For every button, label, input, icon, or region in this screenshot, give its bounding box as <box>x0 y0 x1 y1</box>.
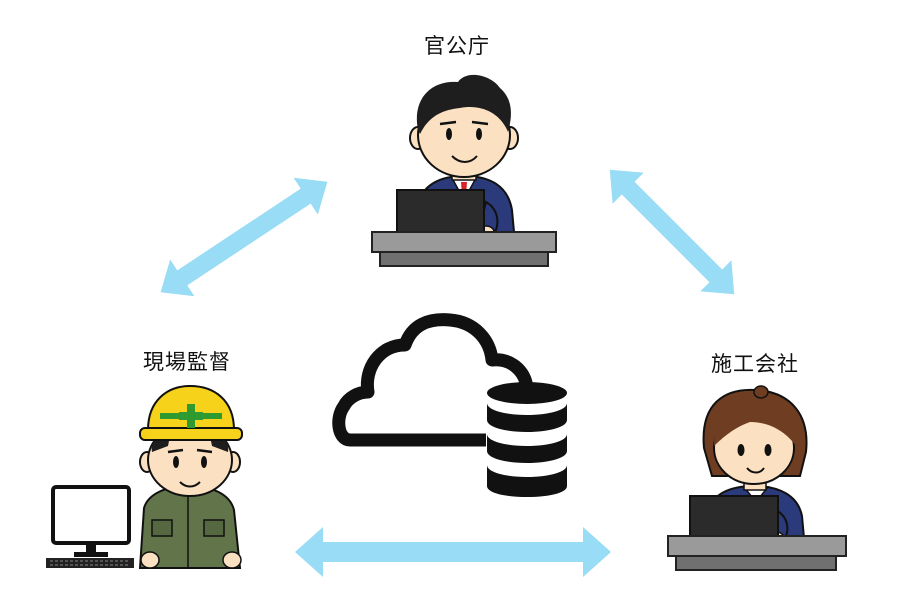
contractor-illustration <box>667 385 847 571</box>
arrow-government-contractor <box>609 169 735 295</box>
arrow-site-contractor <box>295 527 611 577</box>
site-supervisor-label: 現場監督 <box>143 350 231 374</box>
government-official-illustration <box>371 74 557 267</box>
desktop-computer-icon <box>46 485 134 568</box>
contractor-label: 施工会社 <box>711 352 799 376</box>
site-supervisor-illustration <box>46 384 243 569</box>
cloud-database-icon <box>332 313 568 497</box>
government-label: 官公庁 <box>424 34 490 58</box>
arrow-government-site <box>160 177 328 297</box>
